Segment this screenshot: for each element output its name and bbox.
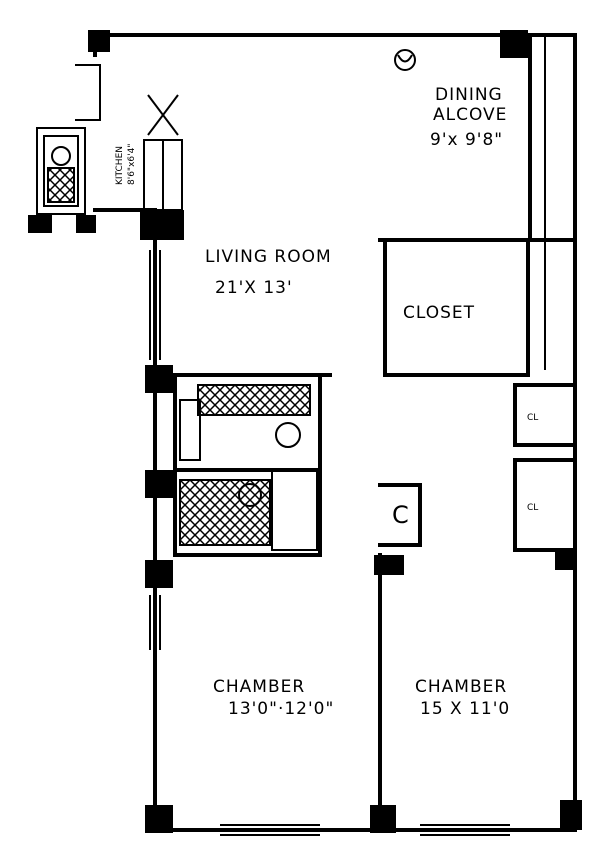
dining-symbol [394, 49, 416, 71]
living-room-label: LIVING ROOM [205, 247, 332, 267]
bathrooms [179, 384, 318, 551]
chamber-left-label: CHAMBER [213, 677, 305, 697]
chamber-right-label: CHAMBER [415, 677, 507, 697]
kitchen: KITCHEN 8'6"x6'4" [36, 64, 183, 215]
chamber-left-dimensions: 13'0"·12'0" [228, 699, 334, 719]
kitchen-label: KITCHEN [115, 146, 125, 185]
kitchen-dimensions: 8'6"x6'4" [127, 144, 137, 185]
chamber-right-dimensions: 15 X 11'0 [420, 699, 510, 719]
dining-label-2: ALCOVE [433, 105, 507, 125]
closet-small-2-label: CL [527, 503, 538, 513]
dining-dimensions: 9'x 9'8" [430, 130, 503, 150]
closet-c-label: C [392, 501, 409, 529]
interior-walls [173, 33, 577, 832]
outer-walls [28, 30, 582, 833]
closet-small-1-label: CL [527, 413, 538, 423]
closet-label: CLOSET [403, 303, 475, 323]
living-room-dimensions: 21'X 13' [215, 278, 293, 298]
dining-label-1: DINING [435, 85, 503, 105]
windows [149, 35, 546, 836]
